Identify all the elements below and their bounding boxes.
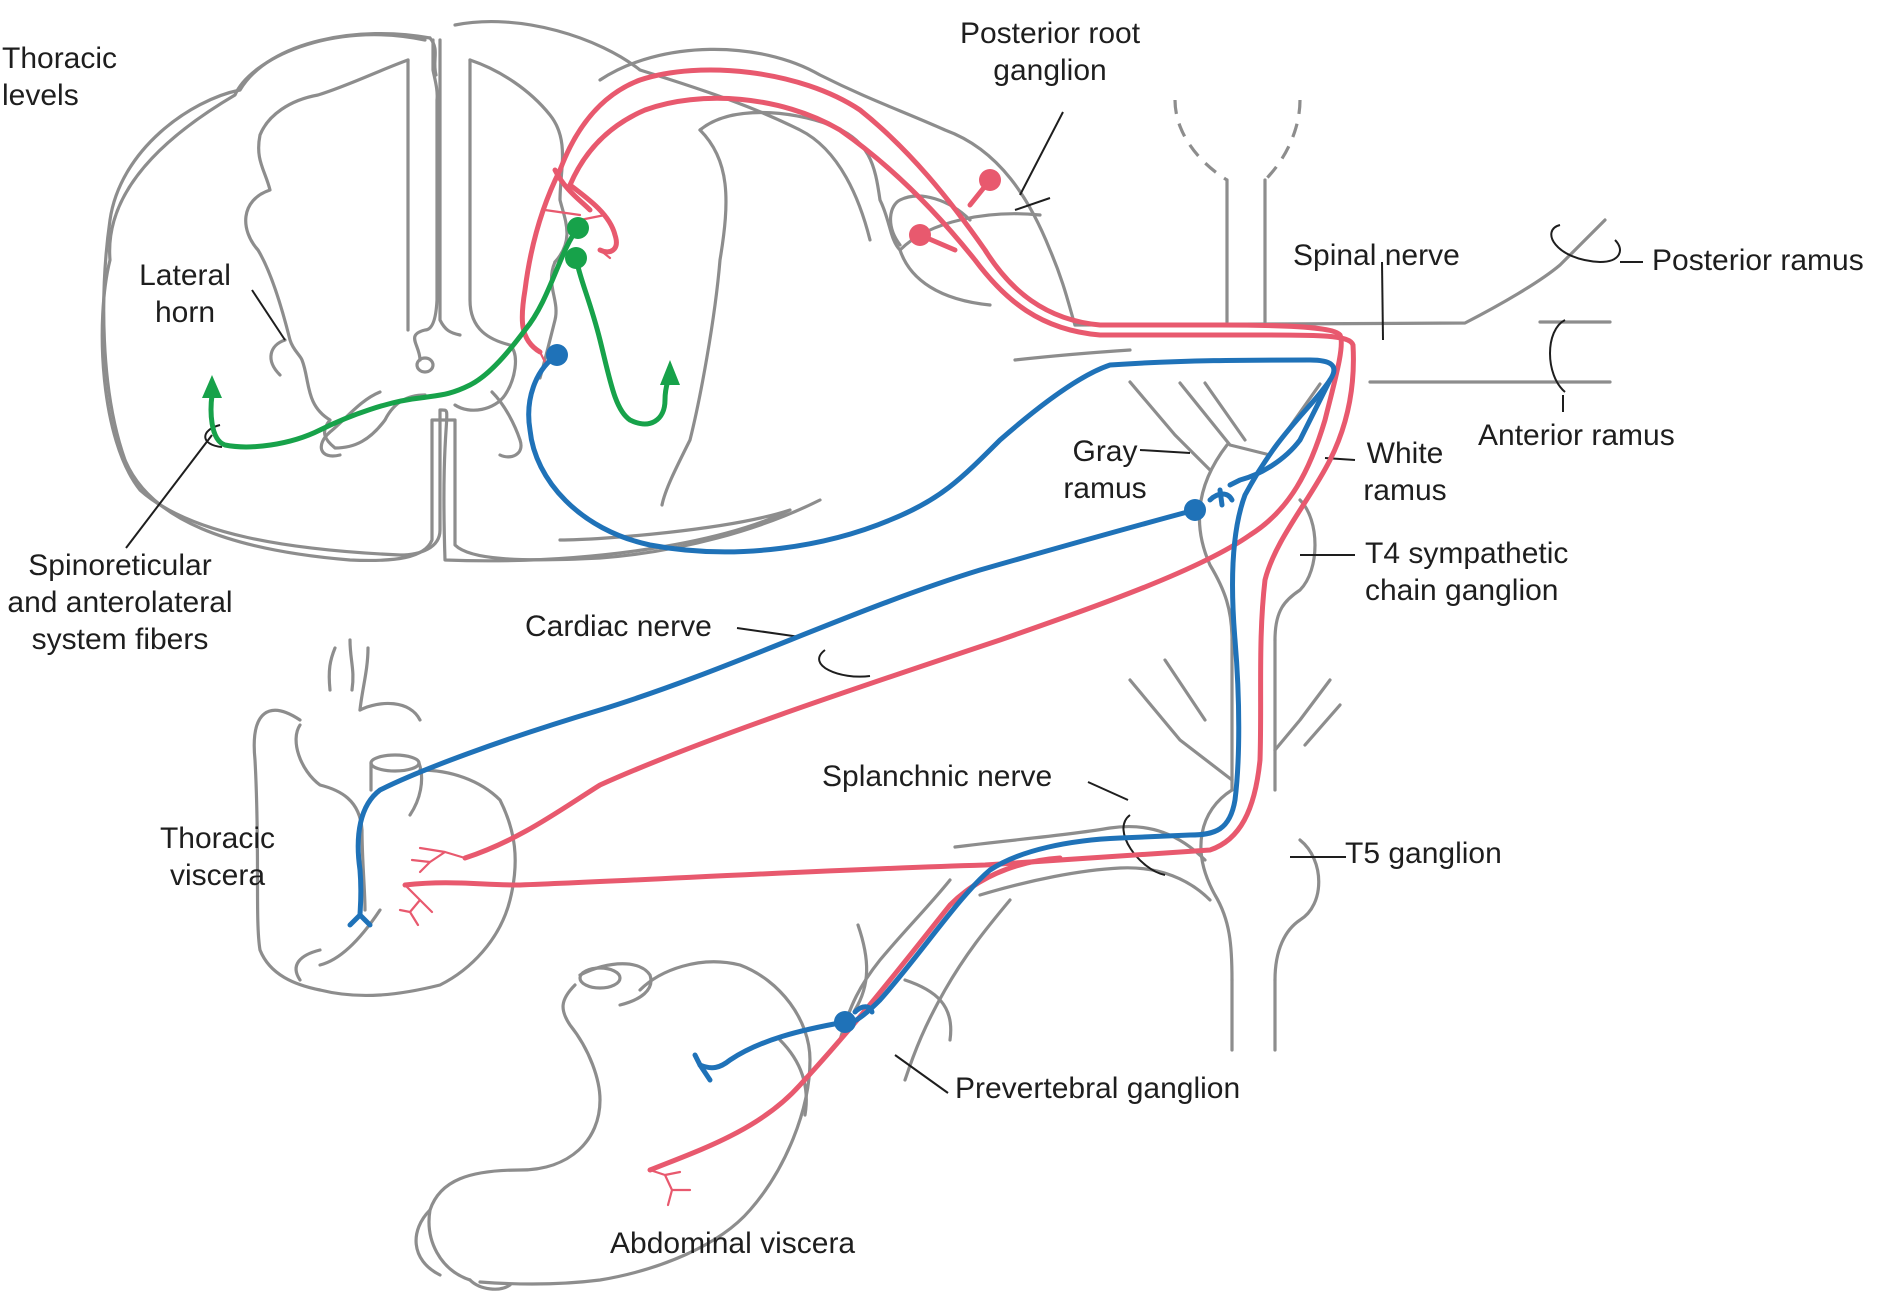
arrowheads [202, 360, 680, 398]
ascending-arrowhead-right [660, 360, 680, 385]
bracket-loops [204, 224, 1621, 876]
ascending-fiber-right [573, 255, 673, 427]
label-spinal-nerve: Spinal nerve [1293, 239, 1460, 272]
label-splanchnic-nerve: Splanchnic nerve [822, 760, 1053, 793]
label-thoracic-viscera: Thoracic viscera [159, 822, 276, 892]
label-posterior-ramus: Posterior ramus [1652, 244, 1864, 277]
label-thoracic-levels: Thoracic levels [2, 42, 118, 112]
sympathetic-chain [1128, 99, 1342, 1052]
neuron-body-blue-prevertebral [834, 1011, 856, 1033]
postganglionic-cardiac [355, 507, 1198, 918]
label-gray-ramus: Gray ramus [1063, 435, 1147, 505]
label-anterior-ramus: Anterior ramus [1478, 419, 1675, 452]
neuron-body-blue-chain [1184, 499, 1206, 521]
preganglionic-splanchnic [842, 377, 1333, 1026]
neuron-body-red-lower [909, 224, 931, 246]
efferent-fibers [347, 352, 1337, 1083]
neuron-body-green-lower [565, 247, 587, 269]
label-spinoreticular: Spinoreticular and anterolateral system … [7, 549, 233, 656]
neuron-bodies [546, 169, 1206, 1033]
label-white-ramus: White ramus [1363, 437, 1447, 507]
label-t5-ganglion: T5 ganglion [1345, 837, 1502, 870]
stomach-outline [414, 960, 812, 1291]
afferent-fibers [398, 67, 1356, 1207]
ascending-fibers [208, 225, 673, 450]
preganglionic-fiber [526, 352, 1337, 555]
neuron-body-red-upper [979, 169, 1001, 191]
label-abdominal-viscera: Abdominal viscera [610, 1227, 856, 1260]
leader-lines [125, 111, 1643, 1094]
ascending-fiber-left [208, 225, 581, 450]
splanchnic-outline [778, 824, 1212, 1117]
afferent-fiber-stomach [647, 855, 1063, 1173]
label-prevertebral-ganglion: Prevertebral ganglion [955, 1072, 1241, 1105]
heart-outline [252, 638, 517, 998]
afferent-fiber-cardiac [462, 67, 1344, 861]
neuron-body-blue-lateral-horn [546, 344, 568, 366]
afferent-fiber-abdominal [402, 95, 1356, 888]
label-posterior-root-ganglion: Posterior root ganglion [959, 17, 1141, 87]
ascending-arrowhead-left [202, 375, 222, 398]
label-cardiac-nerve: Cardiac nerve [525, 610, 712, 643]
postganglionic-abdominal [697, 1019, 848, 1071]
neuron-body-green-upper [567, 217, 589, 239]
label-t4-ganglion: T4 sympathetic chain ganglion [1365, 537, 1569, 607]
label-lateral-horn: Lateral horn [139, 259, 231, 329]
